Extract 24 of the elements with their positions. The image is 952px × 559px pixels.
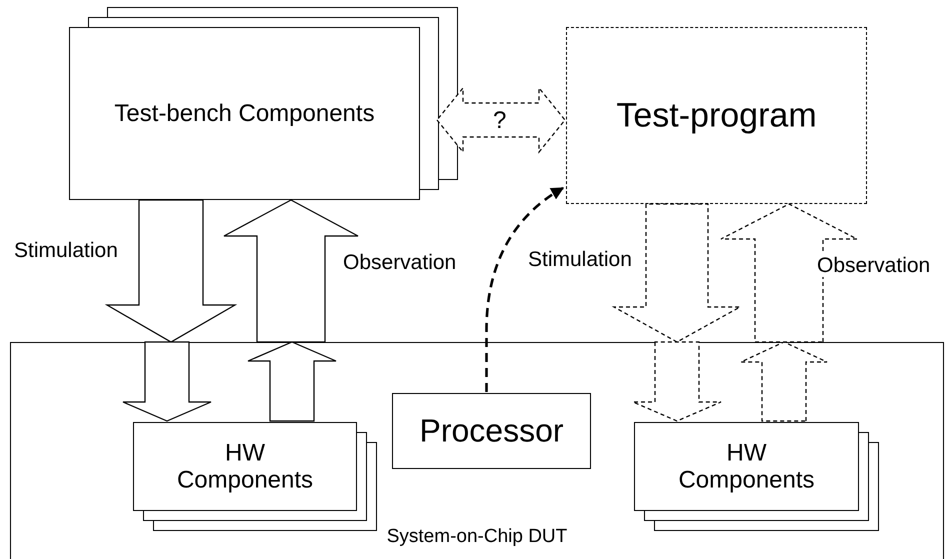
node-label: Test-bench Components bbox=[113, 100, 376, 128]
component-box bbox=[133, 422, 357, 511]
system-boundary-box bbox=[10, 342, 944, 559]
node-label: System-on-Chip DUT bbox=[386, 526, 568, 548]
block-arrow bbox=[740, 341, 828, 422]
block-arrow bbox=[720, 203, 858, 343]
component-box bbox=[566, 27, 867, 204]
node-label: Processor bbox=[418, 412, 565, 450]
component-box bbox=[69, 27, 420, 200]
block-arrow bbox=[632, 341, 722, 422]
block-arrow bbox=[104, 199, 238, 343]
component-box bbox=[392, 393, 591, 469]
node-label: Test-program bbox=[615, 96, 818, 136]
curved-arrow bbox=[485, 186, 564, 392]
node-label: HW Components bbox=[677, 438, 816, 494]
component-box bbox=[634, 422, 859, 511]
block-arrow bbox=[122, 341, 212, 422]
edge-label: Observation bbox=[817, 254, 930, 278]
block-arrow bbox=[223, 199, 359, 343]
block-arrow bbox=[247, 341, 337, 422]
edge-label: ? bbox=[493, 108, 506, 134]
node-label: HW Components bbox=[176, 438, 314, 494]
block-arrow bbox=[612, 203, 742, 343]
double-block-arrow bbox=[436, 86, 566, 154]
